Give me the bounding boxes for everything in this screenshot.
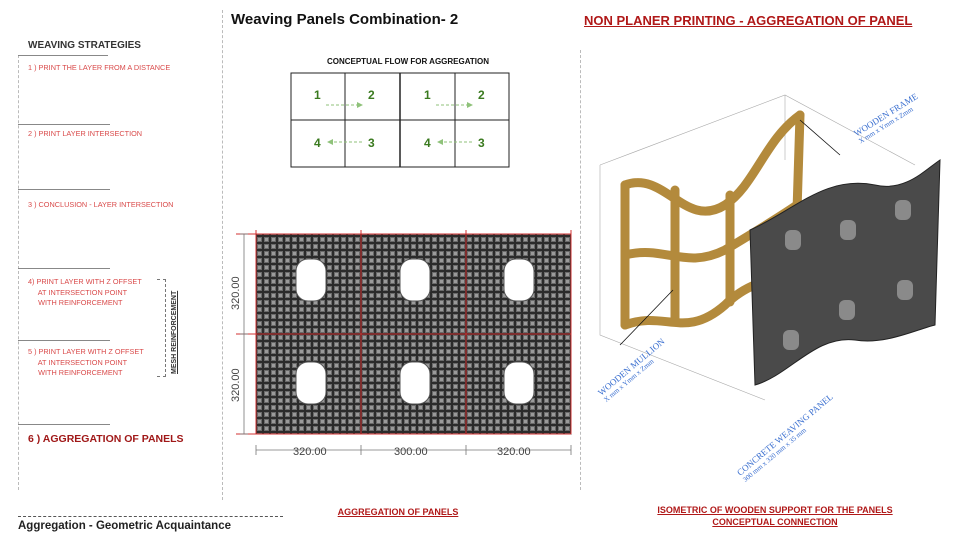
isometric-caption-sub: CONCEPTUAL CONNECTION: [712, 517, 838, 527]
panel-opening: [399, 258, 431, 302]
strategy-rule: [18, 55, 19, 490]
flow-diagram: [290, 72, 510, 168]
strategy-step-2: 2 ) PRINT LAYER INTERSECTION: [28, 129, 143, 138]
col-dimension: 300.00: [394, 446, 428, 458]
divider-right: [580, 50, 581, 490]
panel-opening: [295, 258, 327, 302]
footer-rule: [18, 516, 283, 517]
col-dimension: 320.00: [497, 446, 531, 458]
strategies-heading: WEAVING STRATEGIES: [28, 40, 141, 51]
flow-cell: 3: [478, 136, 485, 150]
flow-cell: 4: [314, 136, 321, 150]
panel-opening: [399, 361, 431, 405]
strategy-step-1: 1 ) PRINT THE LAYER FROM A DISTANCE: [28, 63, 171, 72]
isometric-drawing: [599, 94, 941, 401]
flow-cell: 2: [478, 88, 485, 102]
strategy-step-4: 4) PRINT LAYER WITH Z OFFSET AT INTERSEC…: [28, 277, 142, 307]
footer-text: Aggregation - Geometric Acquaintance: [18, 520, 231, 532]
separator: [18, 55, 108, 56]
section-title: NON PLANER PRINTING - AGGREGATION OF PAN…: [584, 13, 913, 28]
panel-opening: [295, 361, 327, 405]
separator: [18, 340, 110, 341]
separator: [18, 124, 110, 125]
aggregation-drawing: [236, 230, 572, 455]
flow-title: CONCEPTUAL FLOW FOR AGGREGATION: [326, 57, 490, 66]
row-dimension: 320.00: [230, 276, 242, 310]
concrete-weaving-panel: [749, 159, 941, 386]
divider-left: [222, 10, 223, 500]
strategy-step-6: 6 ) AGGREGATION OF PANELS: [28, 433, 184, 445]
strategy-step-3: 3 ) CONCLUSION - LAYER INTERSECTION: [28, 200, 174, 209]
panel-opening: [503, 361, 535, 405]
mesh-reinforcement-label: MESH REINFORCEMENT: [171, 290, 178, 374]
strategy-step-5: 5 ) PRINT LAYER WITH Z OFFSET AT INTERSE…: [28, 347, 144, 377]
aggregation-caption: AGGREGATION OF PANELS: [337, 507, 459, 517]
row-dimension: 320.00: [230, 368, 242, 402]
col-dimension: 320.00: [293, 446, 327, 458]
panel-opening: [503, 258, 535, 302]
flow-cell: 1: [424, 88, 431, 102]
flow-cell: 2: [368, 88, 375, 102]
separator: [18, 268, 110, 269]
separator: [18, 424, 110, 425]
flow-cell: 3: [368, 136, 375, 150]
flow-cell: 1: [314, 88, 321, 102]
page-title: Weaving Panels Combination- 2: [231, 11, 459, 28]
separator: [18, 189, 110, 190]
isometric-caption: ISOMETRIC OF WOODEN SUPPORT FOR THE PANE…: [657, 505, 893, 515]
flow-cell: 4: [424, 136, 431, 150]
mesh-bracket: [157, 279, 166, 377]
